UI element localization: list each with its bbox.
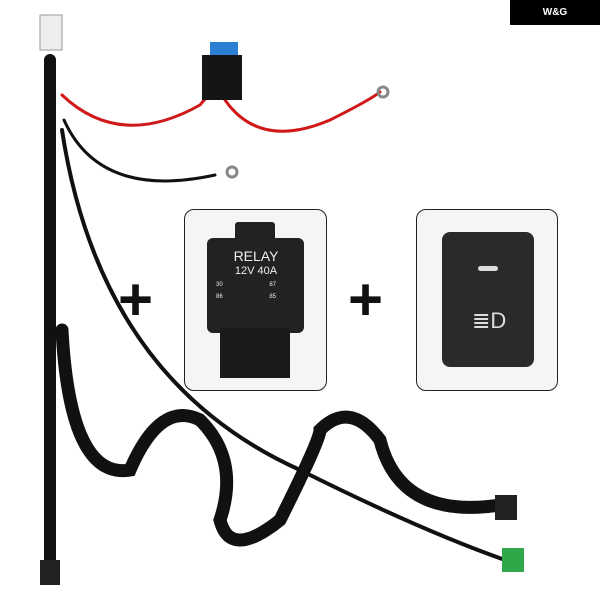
plus-sign: +: [348, 266, 384, 333]
ring-terminal: [376, 85, 390, 99]
fuse: [210, 42, 238, 56]
fog-light-connector: [40, 560, 60, 585]
relay-title: RELAY: [233, 248, 279, 264]
indicator-light: [478, 266, 498, 271]
switch-panel: ≣D: [416, 209, 558, 391]
switch-cable: [60, 128, 507, 562]
fuse-holder: [202, 55, 242, 100]
fog-light-icon: ≣D: [472, 308, 507, 333]
brand-logo: W&G: [510, 0, 600, 25]
ring-terminal: [225, 165, 239, 179]
relay-body: [207, 238, 304, 333]
fog-light-connector: [495, 495, 517, 520]
relay-rating: 12V 40A: [234, 265, 278, 277]
fog-light-switch: ≣D: [442, 232, 534, 367]
plug-connector: [39, 14, 63, 51]
plus-sign: +: [118, 266, 154, 333]
switch-connector: [502, 548, 524, 572]
coiled-loom: [55, 323, 507, 547]
black-wire-ground: [62, 118, 217, 183]
